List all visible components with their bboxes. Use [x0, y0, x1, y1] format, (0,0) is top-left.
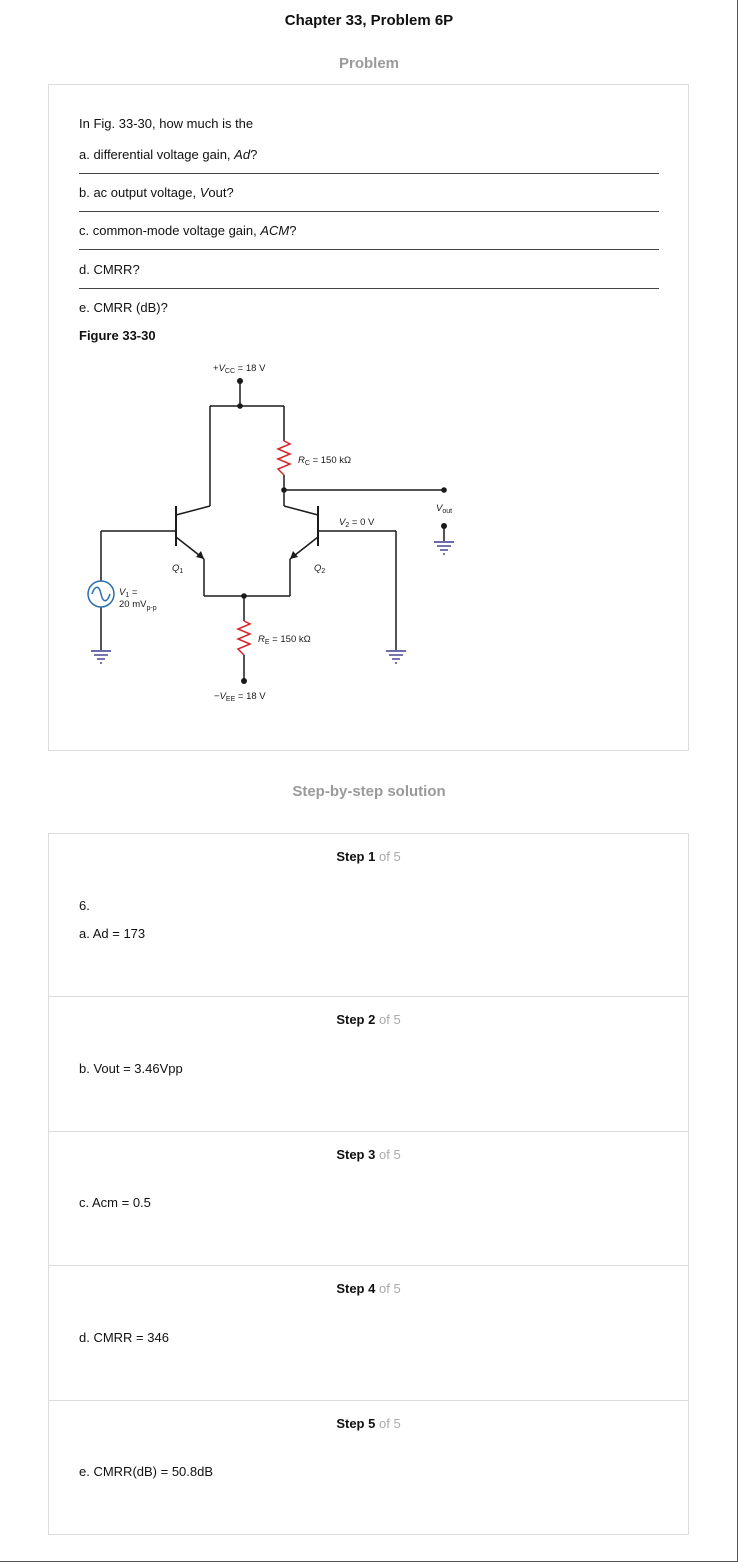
step-2: Step 2 of 5 b. Vout = 3.46Vpp	[49, 997, 688, 1132]
v1-label: V1 =	[119, 587, 138, 599]
vee-terminal-node	[241, 678, 247, 684]
problem-heading: Problem	[338, 55, 399, 72]
step-1: Step 1 of 5 6. a. Ad = 173	[49, 834, 688, 997]
question-part-d: d. CMRR?	[79, 262, 659, 289]
vout-terminal-node	[441, 523, 447, 529]
step-3-header: Step 3 of 5	[336, 1147, 401, 1162]
step-4: Step 4 of 5 d. CMRR = 346	[49, 1266, 688, 1401]
step-5-line-1: e. CMRR(dB) = 50.8dB	[79, 1464, 214, 1479]
question-part-c: c. common-mode voltage gain, ACM?	[79, 223, 659, 250]
q1-collector-lead	[175, 505, 211, 516]
sine-wave-icon	[91, 586, 111, 602]
solution-heading: Step-by-step solution	[292, 783, 446, 800]
ground-icon	[434, 541, 454, 555]
problem-box: In Fig. 33-30, how much is the a. differ…	[48, 84, 689, 751]
q2-label: Q2	[314, 563, 325, 575]
question-part-e: e. CMRR (dB)?	[79, 300, 168, 315]
rc-label: RC = 150 kΩ	[298, 455, 351, 467]
q2-emitter-arrow	[290, 551, 298, 559]
figure-label: Figure 33-30	[79, 328, 156, 343]
step-1-line-1: 6.	[79, 898, 90, 913]
step-2-line-1: b. Vout = 3.46Vpp	[79, 1061, 183, 1076]
output-end-node	[441, 487, 447, 493]
circuit-diagram: +VCC = 18 V RC = 150 kΩ Vout V2 = 0 V Q1…	[87, 363, 454, 703]
v1-value-label: 20 mVp-p	[119, 599, 157, 612]
step-3: Step 3 of 5 c. Acm = 0.5	[49, 1132, 688, 1266]
vee-label: −VEE = 18 V	[214, 691, 266, 703]
vcc-label: +VCC = 18 V	[213, 363, 266, 375]
solution-box: Step 1 of 5 6. a. Ad = 173 Step 2 of 5 b…	[48, 833, 689, 1535]
step-4-line-1: d. CMRR = 346	[79, 1330, 169, 1345]
q2-collector-lead	[283, 505, 319, 516]
problem-intro: In Fig. 33-30, how much is the	[79, 116, 254, 131]
question-part-b: b. ac output voltage, Vout?	[79, 185, 659, 212]
re-resistor-icon	[236, 620, 252, 656]
q1-emitter-arrow	[196, 551, 204, 559]
page-title: Chapter 33, Problem 6P	[284, 12, 454, 29]
step-5: Step 5 of 5 e. CMRR(dB) = 50.8dB	[49, 1401, 688, 1534]
step-1-header: Step 1 of 5	[336, 849, 401, 864]
q1-label: Q1	[172, 563, 183, 575]
v2-label: V2 = 0 V	[339, 517, 375, 529]
top-rail-node	[237, 403, 243, 409]
question-part-a: a. differential voltage gain, Ad?	[79, 147, 659, 174]
re-label: RE = 150 kΩ	[258, 634, 311, 646]
collector-output-node	[281, 487, 287, 493]
rc-resistor-icon	[276, 440, 292, 476]
vout-label: Vout	[436, 503, 452, 515]
vcc-terminal-node	[237, 378, 243, 384]
step-3-line-1: c. Acm = 0.5	[79, 1195, 151, 1210]
step-2-header: Step 2 of 5	[336, 1012, 401, 1027]
step-5-header: Step 5 of 5	[336, 1416, 401, 1431]
step-4-header: Step 4 of 5	[336, 1281, 401, 1296]
ground-icon	[91, 650, 111, 664]
tail-node	[241, 593, 247, 599]
ground-icon	[386, 650, 406, 664]
step-1-line-2: a. Ad = 173	[79, 926, 146, 941]
